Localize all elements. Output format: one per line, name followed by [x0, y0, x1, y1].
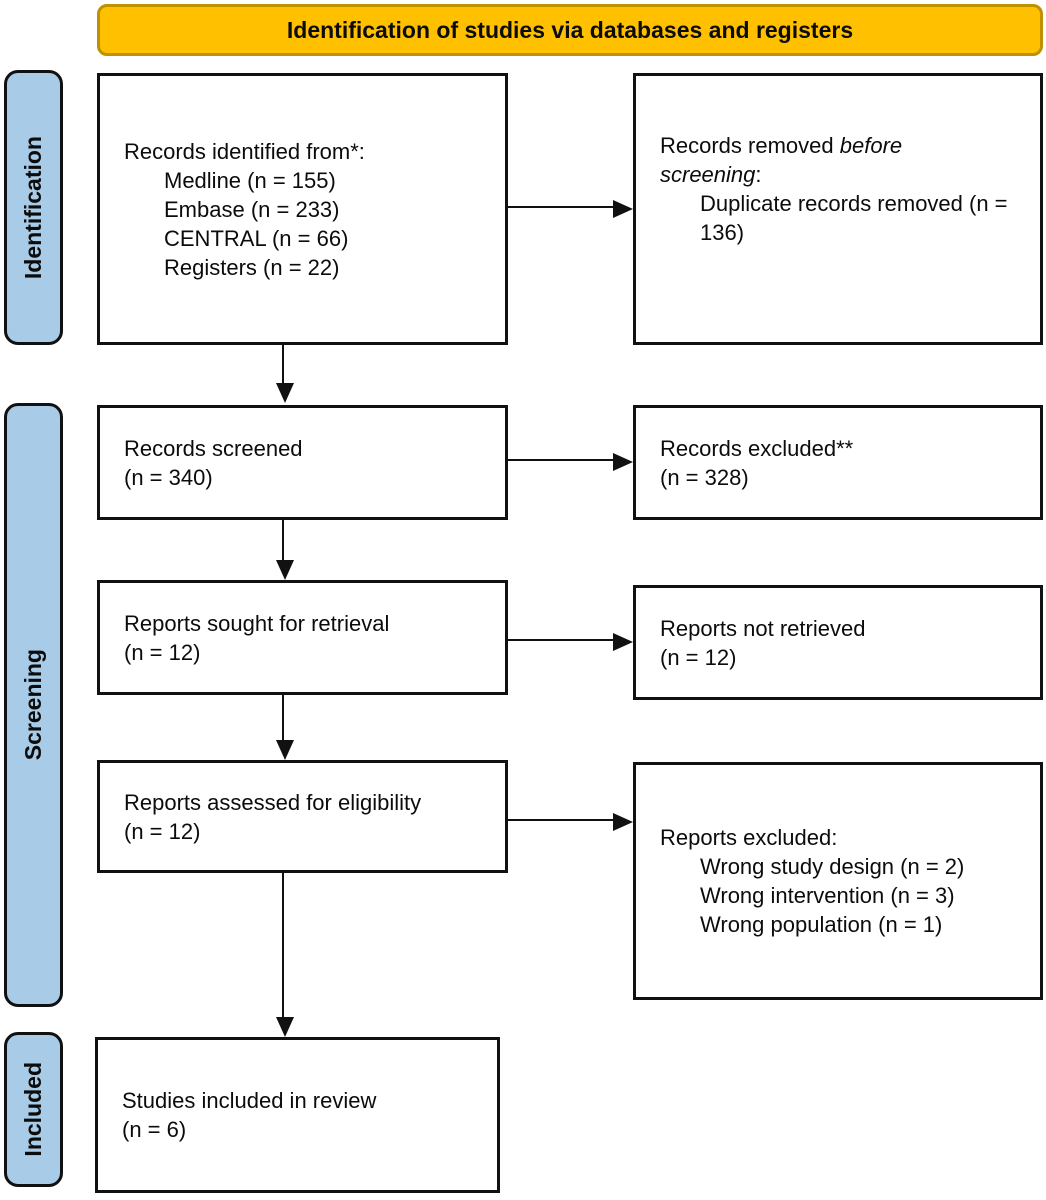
arrow-identified-to-screened	[276, 345, 294, 403]
arrow-assessed-to-included	[276, 873, 294, 1037]
stage-label-screening-text: Screening	[20, 649, 46, 761]
box-reports-excluded-title: Reports excluded:	[660, 825, 838, 850]
box-records-removed-title: Records removed before screening:	[660, 131, 920, 189]
box-records-identified: Records identified from*: Medline (n = 1…	[97, 73, 508, 345]
stage-label-included: Included	[4, 1032, 63, 1187]
stage-label-identification-text: Identification	[20, 135, 46, 280]
diagram-title-banner: Identification of studies via databases …	[97, 4, 1043, 56]
arrow-screened-to-sought	[276, 520, 294, 580]
box-records-identified-item: CENTRAL (n = 66)	[164, 225, 349, 251]
box-reports-assessed-line1: Reports assessed for eligibility	[124, 789, 422, 815]
box-records-screened-line1: Records screened	[124, 435, 303, 461]
box-records-identified-item: Registers (n = 22)	[164, 254, 340, 280]
arrow-sought-to-not-retrieved	[508, 633, 633, 651]
box-records-excluded: Records excluded** (n = 328)	[633, 405, 1043, 520]
box-records-excluded-line1: Records excluded**	[660, 435, 854, 461]
stage-label-identification: Identification	[4, 70, 63, 345]
box-records-removed: Records removed before screening: Duplic…	[633, 73, 1043, 345]
box-reports-excluded-item: Wrong intervention (n = 3)	[700, 883, 955, 908]
title-prefix: Records removed	[660, 133, 840, 158]
box-records-removed-item: Duplicate records removed (n = 136)	[700, 191, 1008, 245]
box-records-screened-line2: (n = 340)	[124, 464, 213, 490]
box-reports-not-retrieved-line2: (n = 12)	[660, 644, 737, 670]
stage-label-screening: Screening	[4, 403, 63, 1007]
box-records-identified-title: Records identified from*:	[124, 138, 365, 164]
box-reports-assessed: Reports assessed for eligibility (n = 12…	[97, 760, 508, 873]
title-suffix: :	[755, 162, 762, 187]
box-studies-included: Studies included in review (n = 6)	[95, 1037, 500, 1193]
box-reports-sought: Reports sought for retrieval (n = 12)	[97, 580, 508, 695]
title-italic: before screening	[660, 133, 903, 187]
box-records-screened: Records screened (n = 340)	[97, 405, 508, 520]
box-reports-sought-line1: Reports sought for retrieval	[124, 610, 390, 636]
box-records-identified-item: Embase (n = 233)	[164, 196, 340, 222]
box-reports-excluded-item: Wrong study design (n = 2)	[700, 854, 965, 879]
box-reports-excluded-item: Wrong population (n = 1)	[700, 912, 943, 937]
box-reports-excluded: Reports excluded: Wrong study design (n …	[633, 762, 1043, 1000]
box-studies-included-line2: (n = 6)	[122, 1117, 187, 1142]
box-reports-not-retrieved-line1: Reports not retrieved	[660, 615, 866, 641]
box-reports-not-retrieved: Reports not retrieved (n = 12)	[633, 585, 1043, 700]
arrow-assessed-to-reports-excluded	[508, 813, 633, 831]
stage-label-included-text: Included	[20, 1062, 46, 1157]
arrow-screened-to-excluded	[508, 453, 633, 471]
box-reports-sought-line2: (n = 12)	[124, 639, 201, 665]
diagram-title: Identification of studies via databases …	[286, 16, 854, 43]
box-records-identified-item: Medline (n = 155)	[164, 167, 336, 193]
box-studies-included-line1: Studies included in review	[122, 1088, 377, 1113]
arrow-sought-to-assessed	[276, 695, 294, 760]
arrow-identified-to-removed	[508, 200, 633, 218]
box-reports-assessed-line2: (n = 12)	[124, 818, 201, 844]
box-records-excluded-line2: (n = 328)	[660, 464, 749, 490]
